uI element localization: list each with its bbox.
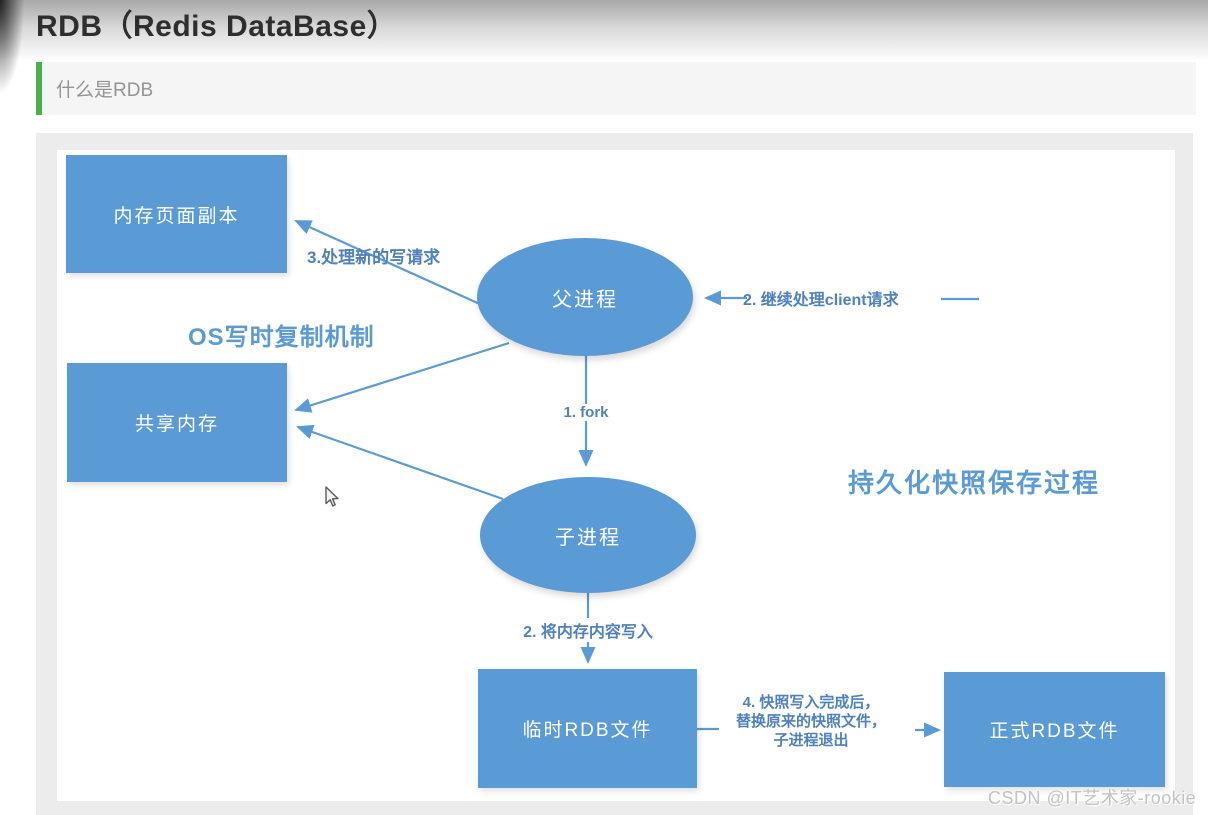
node-child-process: 子进程 (480, 477, 696, 593)
section-quote: 什么是RDB (36, 62, 1196, 115)
section-heading: 什么是RDB (56, 80, 154, 101)
label-step4-line3: 子进程退出 (773, 732, 849, 749)
page-title: RDB（Redis DataBase） (36, 10, 398, 43)
page-header (0, 0, 1208, 60)
annotation-persist-title: 持久化快照保存过程 (848, 468, 1101, 498)
label-step4-line1: 4. 快照写入完成后， (742, 694, 880, 711)
label-step1-fork: 1. fork (559, 404, 613, 421)
label-step3-new-writes: 3.处理新的写请求 (307, 248, 441, 267)
label-step2-client-requests: 2. 继续处理client请求 (743, 292, 899, 309)
rdb-flow-diagram[interactable]: 内存页面副本 共享内存 父进程 子进程 临时RDB文件 正式RDB文件 3.处理… (57, 150, 1175, 801)
node-temp-rdb-file: 临时RDB文件 (478, 669, 697, 788)
label-step4-line2: 替换原来的快照文件， (735, 713, 886, 730)
node-official-rdb-file: 正式RDB文件 (944, 672, 1165, 787)
csdn-watermark: CSDN @IT艺术家-rookie (988, 788, 1197, 808)
label-step4-replace-file: 4. 快照写入完成后， 替换原来的快照文件， 子进程退出 (720, 693, 902, 750)
mouse-cursor-icon (325, 486, 339, 507)
annotation-os-copy-on-write: OS写时复制机制 (188, 324, 375, 351)
diagram-edges (294, 219, 979, 738)
node-shared-memory: 共享内存 (67, 363, 287, 482)
node-parent-process: 父进程 (477, 238, 693, 356)
node-memory-page-copy: 内存页面副本 (66, 155, 287, 273)
label-step2-write-memory: 2. 将内存内容写入 (519, 618, 657, 642)
